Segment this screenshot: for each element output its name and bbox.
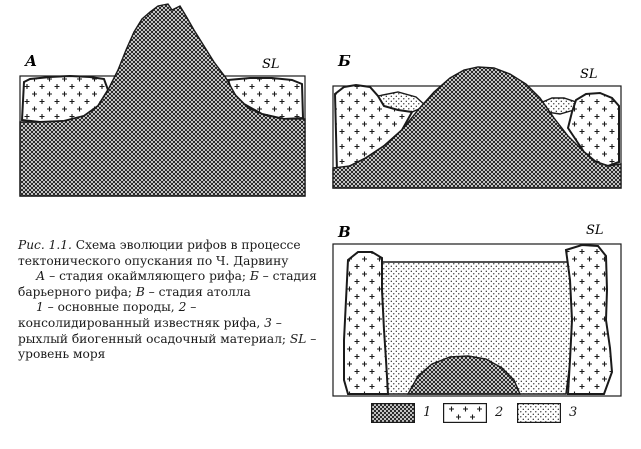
caption-legend-1-num: 1 — [36, 300, 44, 315]
panel-v-reef-left — [343, 251, 390, 395]
caption-stages: А – стадия окаймляющего рифа; Б – стадия… — [18, 269, 318, 300]
panel-b-letter: Б — [337, 52, 351, 70]
legend-number-2: 2 — [495, 405, 504, 420]
panel-a-sea-level-label: SL — [262, 57, 280, 72]
caption-stage-v: – стадия атолла — [148, 284, 251, 299]
caption-stage-v-letter: В — [135, 284, 145, 299]
panel-v-letter: В — [337, 223, 351, 241]
panel-v-reef-right — [564, 243, 614, 395]
figure-caption: Рис. 1.1. Схема эволюции рифов в процесс… — [18, 238, 318, 363]
caption-legend-3: – рыхлый биогенный осадочный материал; — [18, 315, 287, 346]
caption-legend-2: – консолидированный известняк рифа, — [18, 300, 261, 330]
caption-legend-text: 1 – основные породы, 2 – консолидированн… — [18, 300, 318, 362]
legend-number-1: 1 — [423, 405, 432, 420]
caption-sl-text: – уровень моря — [18, 331, 317, 362]
caption-legend-2-num: 2 — [178, 300, 187, 315]
panel-v-sea-level-label: SL — [586, 223, 604, 238]
caption-sl-abbrev: SL — [289, 331, 307, 346]
legend-swatch-crosses — [443, 403, 487, 423]
legend-swatch-crosshatch — [371, 403, 415, 423]
caption-title-text: Схема эволюции рифов в процессе тектонич… — [18, 238, 301, 268]
panel-a-fringing-reef: А SL — [19, 3, 306, 197]
legend-number-3: 3 — [569, 405, 578, 420]
panel-a-volcanic-island — [19, 3, 306, 197]
panel-b-sea-level-label: SL — [580, 67, 598, 82]
caption-stage-a-letter: А — [36, 269, 46, 284]
panel-b-barrier-reef: Б SL — [332, 52, 622, 189]
caption-figure-ref: Рис. 1.1. — [18, 238, 72, 252]
caption-stage-b: – стадия барьерного рифа; — [18, 269, 317, 299]
caption-legend-3-num: 3 — [264, 315, 272, 330]
caption-legend-1: – основные породы, — [47, 300, 175, 315]
caption-stage-a: – стадия окаймляющего рифа; — [49, 269, 246, 284]
caption-title: Рис. 1.1. Схема эволюции рифов в процесс… — [18, 238, 318, 269]
legend-swatch-dots — [517, 403, 561, 423]
panel-b-subsiding-island — [332, 66, 622, 189]
panel-v-frame — [332, 243, 622, 397]
panel-a-letter: А — [24, 52, 37, 70]
panel-v-submerged-island — [406, 355, 522, 395]
caption-stage-b-letter: Б — [249, 269, 259, 284]
